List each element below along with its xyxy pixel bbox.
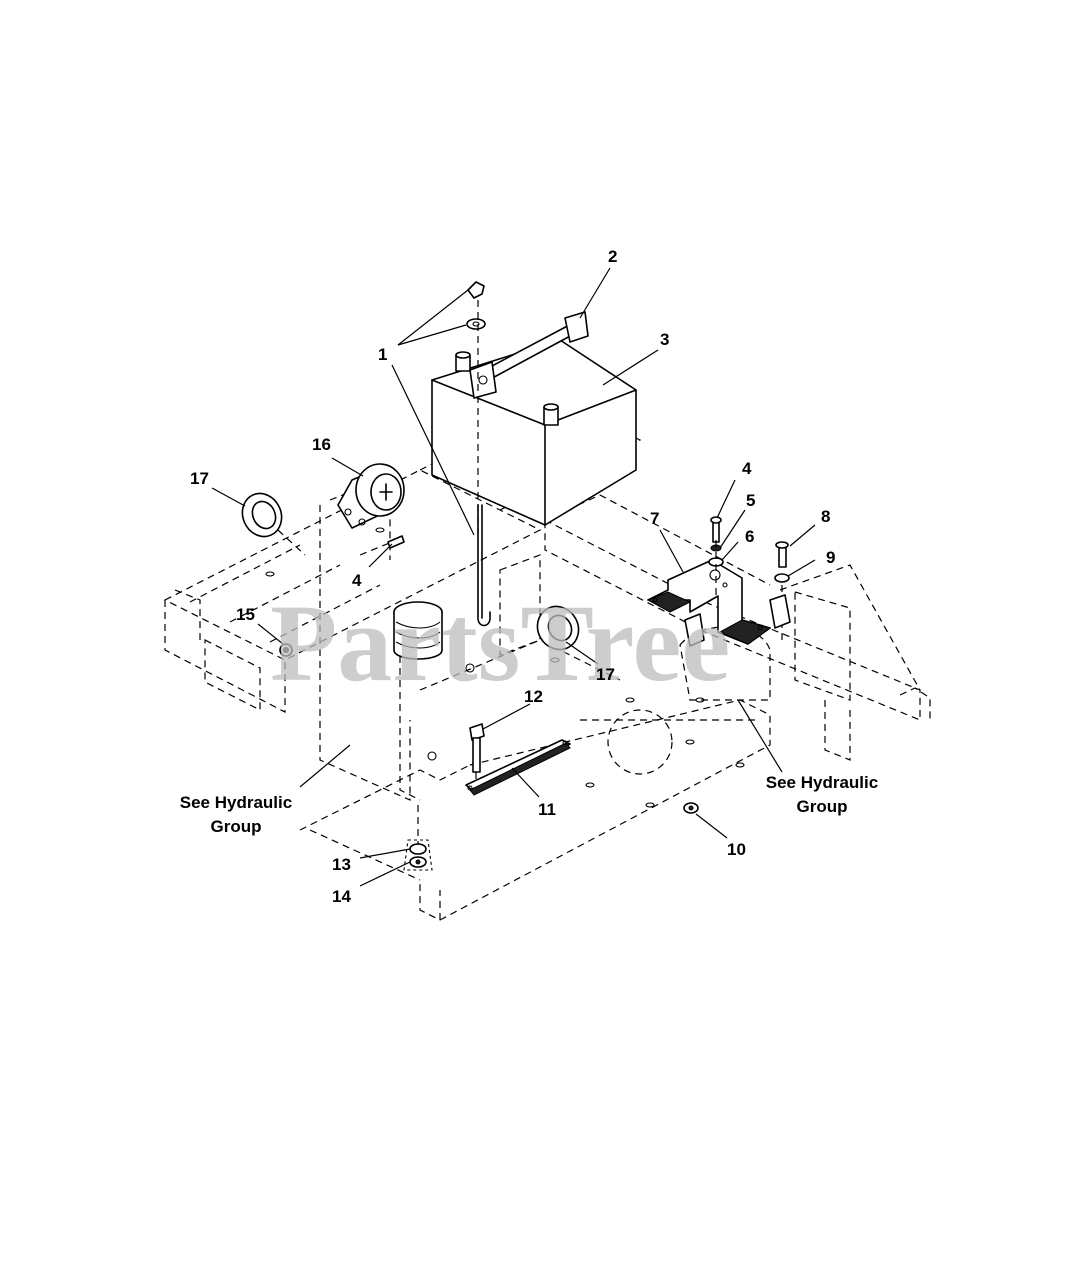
ref-left-line2: Group bbox=[211, 817, 262, 836]
callout-6: 6 bbox=[745, 527, 754, 546]
grommet-right bbox=[536, 605, 580, 651]
frame-outline bbox=[163, 399, 931, 921]
callout-4-left: 4 bbox=[352, 571, 362, 590]
callout-2: 2 bbox=[608, 247, 617, 266]
callouts: 1 2 3 4 4 5 6 7 8 9 10 11 12 13 14 15 16… bbox=[190, 247, 835, 906]
bolt-12 bbox=[469, 723, 485, 795]
washer-nut-13-14 bbox=[403, 805, 433, 871]
callout-17-left: 17 bbox=[190, 469, 209, 488]
callout-14: 14 bbox=[332, 887, 351, 906]
callout-16: 16 bbox=[312, 435, 331, 454]
ref-right-line2: Group bbox=[797, 797, 848, 816]
buzzer bbox=[337, 463, 405, 529]
callout-9: 9 bbox=[826, 548, 835, 567]
callout-13: 13 bbox=[332, 855, 351, 874]
bolt-right bbox=[708, 516, 724, 600]
callout-10: 10 bbox=[727, 840, 746, 859]
bolt-left bbox=[359, 535, 405, 556]
callout-5: 5 bbox=[746, 491, 755, 510]
callout-12: 12 bbox=[524, 687, 543, 706]
nut-15 bbox=[279, 643, 293, 657]
small-fittings bbox=[427, 594, 791, 761]
hold-down-bar bbox=[469, 311, 589, 399]
callout-11: 11 bbox=[538, 800, 556, 819]
callout-3: 3 bbox=[660, 330, 669, 349]
callout-17-right: 17 bbox=[596, 665, 615, 684]
nut-10 bbox=[683, 802, 699, 814]
strap-11 bbox=[465, 739, 571, 796]
callout-1: 1 bbox=[378, 345, 387, 364]
mounting-bracket bbox=[646, 559, 772, 645]
leader-lines bbox=[211, 267, 816, 887]
callout-4-right: 4 bbox=[742, 459, 752, 478]
hydraulic-filter bbox=[393, 601, 443, 660]
watermark-text: PartsTree bbox=[270, 582, 730, 704]
wing-nut bbox=[466, 281, 486, 330]
j-bolt bbox=[477, 300, 491, 627]
ref-right-line1: See Hydraulic bbox=[766, 773, 878, 792]
callout-8: 8 bbox=[821, 507, 830, 526]
callout-15: 15 bbox=[236, 605, 255, 624]
reference-labels: See Hydraulic Group See Hydraulic Group bbox=[180, 773, 878, 836]
callout-7: 7 bbox=[650, 509, 659, 528]
grommet-left bbox=[241, 492, 306, 556]
carriage-bolt bbox=[774, 541, 790, 640]
ref-left-line1: See Hydraulic bbox=[180, 793, 292, 812]
